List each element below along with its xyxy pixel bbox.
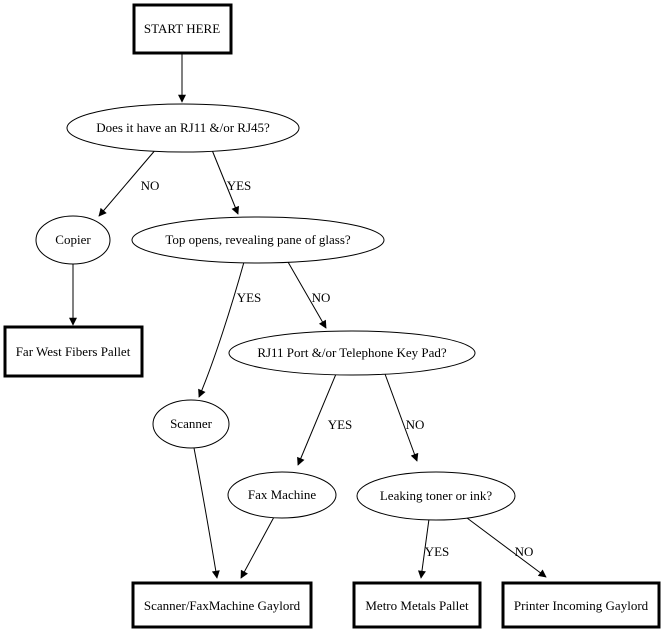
node-leaking: Leaking toner or ink?: [356, 471, 516, 521]
node-copier-label: Copier: [55, 232, 91, 247]
node-copier: Copier: [35, 215, 111, 265]
node-gaylord-label: Scanner/FaxMachine Gaylord: [144, 598, 301, 613]
node-gaylord: Scanner/FaxMachine Gaylord: [131, 581, 313, 629]
edge-label-yes: YES: [425, 544, 450, 559]
edge-port-question-to-fax-machine: YES: [297, 373, 353, 466]
node-fax-machine: Fax Machine: [227, 471, 337, 519]
edge-top-opens-to-port-question: NO: [287, 261, 331, 329]
edge-fax-machine-to-gaylord: [240, 516, 275, 579]
node-start: START HERE: [132, 3, 233, 55]
edge-label-yes: YES: [328, 417, 353, 432]
node-rj-question: Does it have an RJ11 &/or RJ45?: [66, 103, 300, 153]
edge-port-question-to-leaking: NO: [384, 373, 425, 462]
node-start-label: START HERE: [144, 21, 220, 36]
edge-scanner-to-gaylord: [193, 447, 220, 579]
edge-label-yes: YES: [237, 290, 262, 305]
edge-label-no: NO: [312, 290, 331, 305]
edge-label-no: NO: [515, 544, 534, 559]
node-rj-question-label: Does it have an RJ11 &/or RJ45?: [96, 120, 270, 135]
edge-leaking-to-printer: NO: [462, 514, 547, 578]
edge-label-no: NO: [406, 417, 425, 432]
edge-rj-question-to-copier: NO: [98, 147, 160, 217]
node-printer-label: Printer Incoming Gaylord: [514, 598, 649, 613]
node-port-question: RJ11 Port &/or Telephone Key Pad?: [228, 330, 476, 376]
node-fax-machine-label: Fax Machine: [248, 487, 316, 502]
node-top-opens-label: Top opens, revealing pane of glass?: [165, 232, 351, 247]
node-port-question-label: RJ11 Port &/or Telephone Key Pad?: [257, 345, 447, 360]
edge-top-opens-to-scanner: YES: [198, 261, 262, 398]
node-metro: Metro Metals Pallet: [352, 581, 482, 629]
node-far-west-label: Far West Fibers Pallet: [16, 344, 131, 359]
edge-rj-question-to-top-opens: YES: [211, 149, 252, 215]
node-top-opens: Top opens, revealing pane of glass?: [131, 216, 385, 264]
node-scanner-label: Scanner: [170, 416, 213, 431]
node-leaking-label: Leaking toner or ink?: [380, 488, 492, 503]
node-metro-label: Metro Metals Pallet: [365, 598, 469, 613]
node-scanner: Scanner: [152, 399, 230, 449]
edge-label-no: NO: [141, 178, 160, 193]
edge-leaking-to-metro: YES: [418, 518, 450, 579]
node-far-west: Far West Fibers Pallet: [3, 325, 144, 378]
node-printer: Printer Incoming Gaylord: [501, 581, 661, 629]
edge-label-yes: YES: [227, 178, 252, 193]
